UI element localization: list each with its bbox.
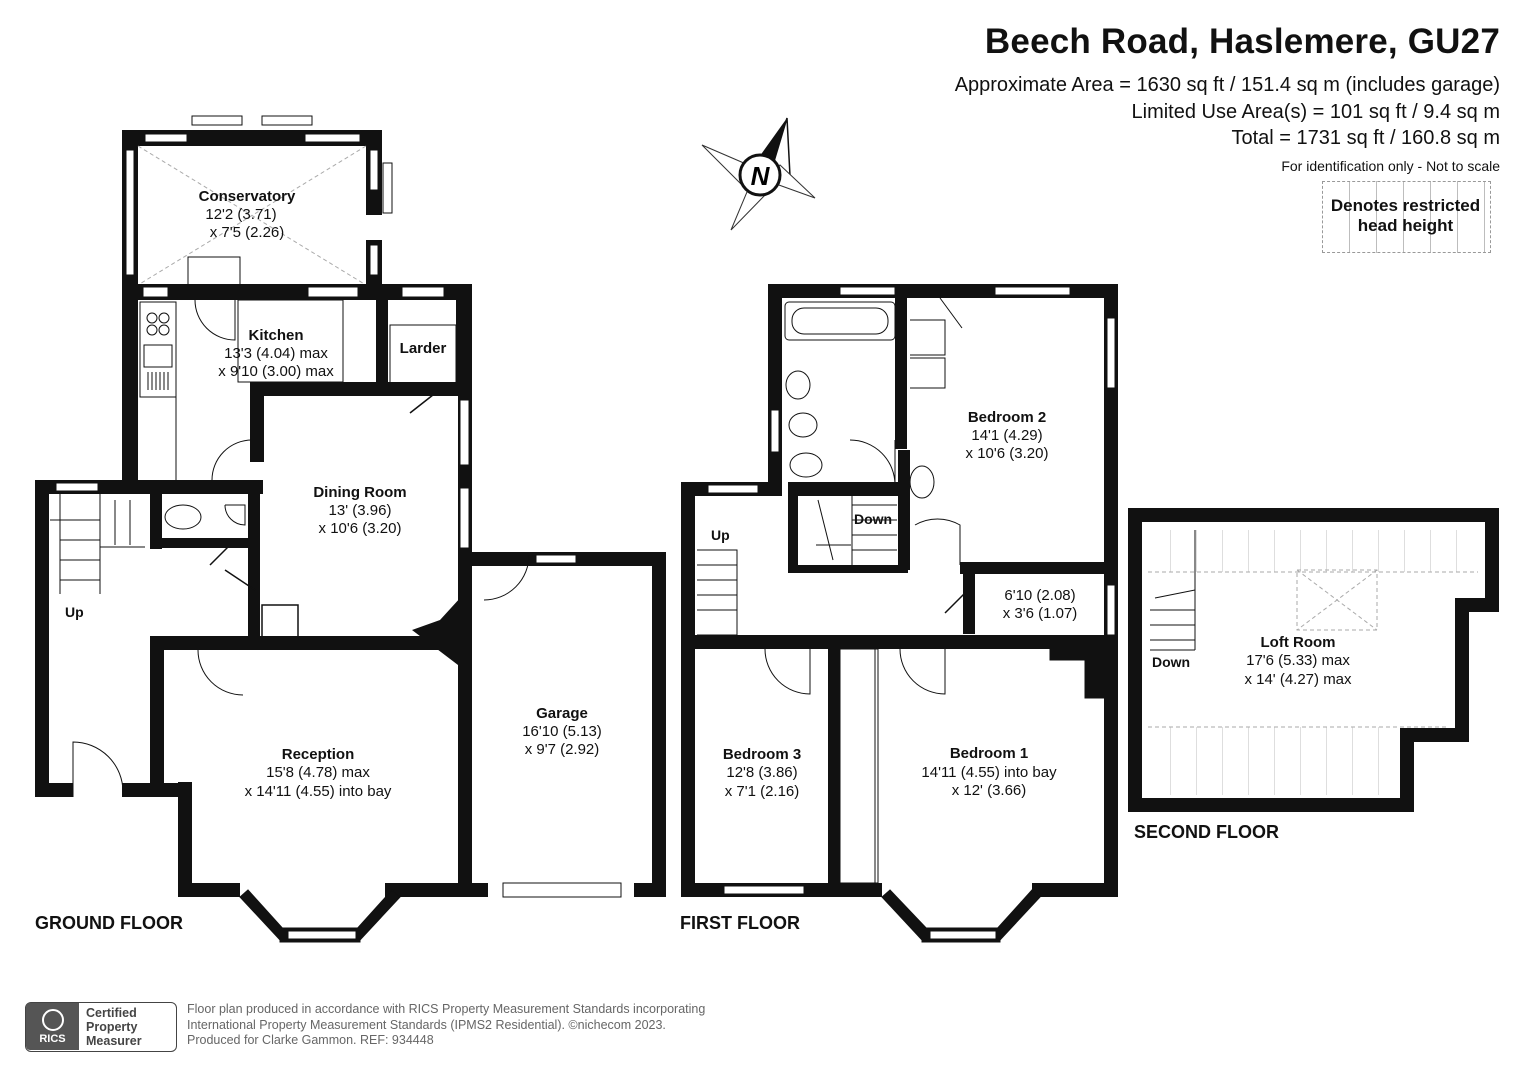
second-floor-label: SECOND FLOOR: [1134, 822, 1279, 842]
conservatory-dim-2: x 7'5 (2.26): [210, 224, 285, 241]
footer-line-3: Produced for Clarke Gammon. REF: 934448: [187, 1033, 434, 1047]
garage-name: Garage: [536, 705, 588, 722]
bedroom-3-dim-2: x 7'1 (2.16): [725, 783, 800, 800]
bedroom-2-dim-1: 14'1 (4.29): [971, 427, 1042, 444]
kitchen-dim-2: x 9'10 (3.00) max: [218, 363, 334, 380]
compass-n-label: N: [751, 161, 771, 191]
loft-room-dim-1: 17'6 (5.33) max: [1246, 652, 1350, 669]
footer-notes: Floor plan produced in accordance with R…: [187, 1002, 705, 1049]
rics-seal-icon: [41, 1009, 64, 1031]
garage-dim-1: 16'10 (5.13): [522, 723, 602, 740]
property-title: Beech Road, Haslemere, GU27: [984, 22, 1500, 61]
bedroom-1-name: Bedroom 1: [950, 745, 1028, 762]
bathroom-walls: [768, 284, 1118, 496]
rics-mark: RICS: [26, 1003, 79, 1050]
reception-dim-2: x 14'11 (4.55) into bay: [245, 783, 392, 800]
dining-room-dim-2: x 10'6 (3.20): [319, 520, 402, 537]
rics-mark-text: RICS: [39, 1033, 66, 1045]
dining-room-walls: [211, 382, 472, 665]
floor-labels: GROUND FLOOR FIRST FLOOR SECOND FLOOR: [35, 822, 1279, 933]
conservatory-name: Conservatory: [199, 188, 296, 205]
conservatory-dim-1: 12'2 (3.71): [205, 206, 276, 223]
kitchen-dim-1: 13'3 (4.04) max: [224, 345, 328, 362]
footer-line-2: International Property Measurement Stand…: [187, 1017, 666, 1032]
landing-walls: [681, 482, 1106, 897]
reception-dim-1: 15'8 (4.78) max: [266, 764, 370, 781]
footer-line-1: Floor plan produced in accordance with R…: [187, 1002, 706, 1016]
bedroom-2-dim-2: x 10'6 (3.20): [966, 445, 1049, 462]
bedroom-1-dim-2: x 12' (3.66): [952, 782, 1027, 799]
rics-certified-logo: RICS Certified Property Measurer: [25, 1002, 177, 1052]
kitchen-name: Kitchen: [248, 327, 303, 344]
garage-dim-2: x 9'7 (2.92): [525, 741, 600, 758]
larder-name: Larder: [400, 340, 447, 357]
hallway-walls: [35, 480, 299, 797]
bedroom-1-walls: [839, 648, 1118, 943]
stair-labels: Up Up Down Down: [65, 511, 1190, 670]
bedroom-2-name: Bedroom 2: [968, 409, 1046, 426]
scale-disclaimer: For identification only - Not to scale: [1281, 158, 1500, 174]
approximate-area: Approximate Area = 1630 sq ft / 151.4 sq…: [954, 74, 1500, 96]
restricted-height-legend: Denotes restricted head height: [1322, 196, 1489, 236]
total-area: Total = 1731 sq ft / 160.8 sq m: [1231, 127, 1501, 149]
ground-floor-plan: [35, 115, 666, 943]
bedroom-3-dim-1: 12'8 (3.86): [726, 764, 797, 781]
legend-line-1: Denotes restricted: [1330, 196, 1481, 215]
garage-walls: [472, 552, 666, 898]
bedroom-2-walls: [898, 284, 1118, 896]
reception-walls: [150, 636, 472, 943]
first-stair-down-label: Down: [854, 511, 892, 527]
rics-logo-text: Certified Property Measurer: [86, 1006, 142, 1048]
small-room-dim-1: 6'10 (2.08): [1004, 587, 1075, 604]
first-floor-label: FIRST FLOOR: [680, 913, 800, 933]
second-floor-plan: [1128, 508, 1499, 812]
dining-room-name: Dining Room: [313, 484, 406, 501]
dining-room-dim-1: 13' (3.96): [329, 502, 392, 519]
conservatory-walls: [122, 115, 393, 290]
room-labels: Conservatory 12'2 (3.71) x 7'5 (2.26) Ki…: [199, 188, 1352, 800]
reception-name: Reception: [282, 746, 355, 763]
ground-floor-label: GROUND FLOOR: [35, 913, 183, 933]
kitchen-walls: [122, 284, 472, 489]
loft-room-dim-2: x 14' (4.27) max: [1244, 671, 1352, 688]
loft-room-name: Loft Room: [1261, 634, 1336, 651]
ground-stair-up-label: Up: [65, 604, 84, 620]
bedroom-1-dim-1: 14'11 (4.55) into bay: [921, 764, 1057, 781]
first-floor-plan: [681, 284, 1118, 943]
second-stair-down-label: Down: [1152, 654, 1190, 670]
bedroom-3-name: Bedroom 3: [723, 746, 801, 763]
restricted-height-swatch: [1322, 181, 1491, 253]
limited-use-area: Limited Use Area(s) = 101 sq ft / 9.4 sq…: [1131, 101, 1501, 123]
legend-line-2: head height: [1357, 216, 1454, 235]
bedroom-3-walls: [681, 645, 840, 897]
small-room-dim-2: x 3'6 (1.07): [1003, 605, 1078, 622]
first-stair-up-label: Up: [711, 527, 730, 543]
north-compass-icon: N: [701, 117, 816, 231]
